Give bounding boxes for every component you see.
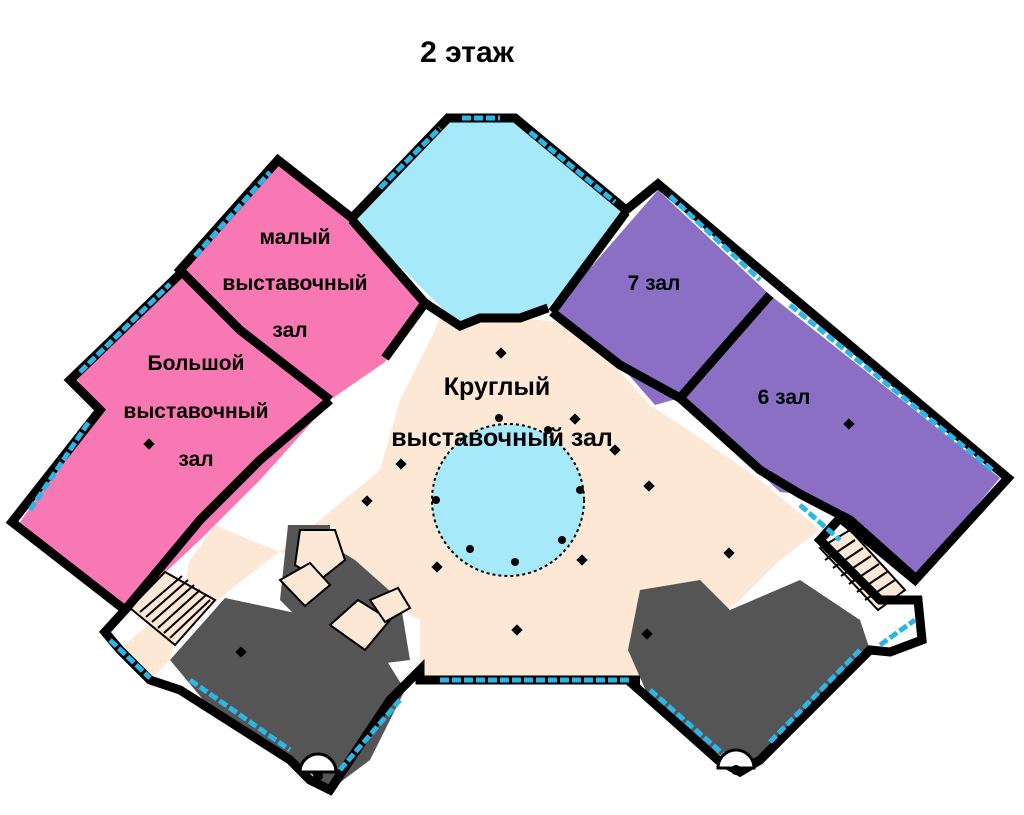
small-exhibition-hall[interactable] [182,165,425,400]
lift-right [716,748,756,775]
large-hall-label-2: выставочный [123,400,268,423]
hall-7-label: 7 зал [628,272,681,295]
floor-title: 2 этаж [420,36,515,69]
small-hall-label-2: выставочный [222,272,367,295]
interior-walls [121,209,918,613]
columns [143,347,855,658]
service-block-left [170,598,405,790]
staircase-right [818,528,907,612]
hall-6-label: 6 зал [758,386,811,409]
small-hall-label-1: малый [259,226,330,249]
rotunda-top[interactable] [355,118,626,326]
outer-wall [5,113,1015,796]
pool-rim [431,423,585,577]
closet-2 [278,561,332,608]
lift-left [298,752,338,781]
closet-4 [368,586,412,624]
central-pool [432,424,584,576]
windows [27,115,997,772]
large-hall-label-3: зал [178,448,213,471]
large-hall-label-1: Большой [148,352,245,375]
staircase-left [128,570,217,647]
small-hall-label-3: зал [272,319,307,342]
round-hall-label-2: выставочный зал [391,424,613,452]
round-hall-label-1: Круглый [444,373,551,401]
hall-6[interactable] [680,295,1000,578]
